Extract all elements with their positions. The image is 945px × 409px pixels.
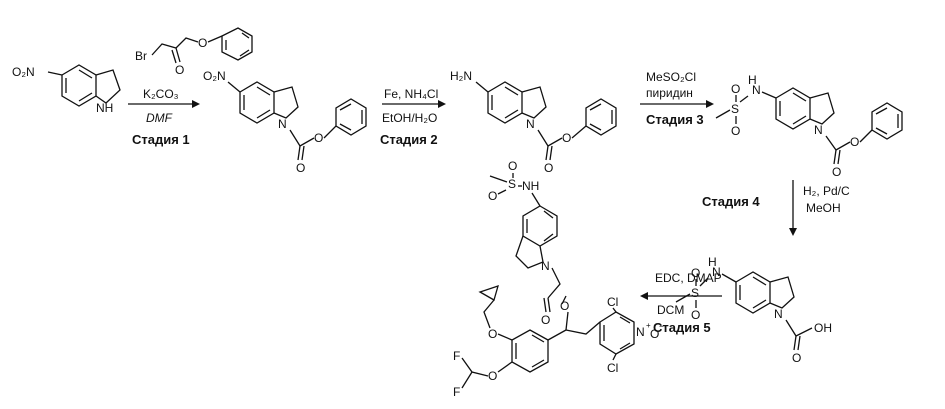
o-label: O <box>314 131 323 145</box>
o-label: O <box>488 369 497 383</box>
o-label: O <box>198 36 207 50</box>
amino-group-label: H₂N <box>450 69 472 83</box>
arrow-step-3: MeSO₂Cl пиридин Стадия 3 <box>640 70 714 127</box>
br-label: Br <box>135 49 147 63</box>
o-label: O <box>508 159 517 173</box>
compound-sulfonamide-ester: H N S O O N O O <box>716 73 902 179</box>
compound-final-product: S O O NH N O O Cl Cl N + O <box>453 159 664 399</box>
o-label: O <box>175 63 184 77</box>
step3-solvent: пиридин <box>646 86 693 100</box>
o-label: O <box>792 351 801 365</box>
arrow-step-5: EDC, DMAP DCM Стадия 5 <box>640 271 722 335</box>
nh-label: NH <box>96 101 113 115</box>
step4-reagent: H₂, Pd/C <box>803 184 850 198</box>
o-minus-label: O <box>650 327 659 341</box>
o-label: O <box>850 135 859 149</box>
arrow-step-4: Стадия 4 H₂, Pd/C MeOH <box>702 180 850 236</box>
compound-nitro-ester: O₂N N O O <box>203 69 366 175</box>
n-label: N <box>814 123 823 137</box>
f-label: F <box>453 385 460 399</box>
cl-label: Cl <box>607 295 618 309</box>
s-label: S <box>731 102 739 116</box>
o-label: O <box>541 313 550 327</box>
step3-label: Стадия 3 <box>646 112 704 127</box>
compound-nitroindoline: O₂N NH <box>12 65 120 115</box>
step5-solvent: DCM <box>657 303 684 317</box>
minus-charge: − <box>659 322 664 331</box>
o-label: O <box>296 161 305 175</box>
step1-solvent: DMF <box>146 111 173 125</box>
nh-label: NH <box>522 179 539 193</box>
arrow-step-1: K₂CO₃ DMF Стадия 1 <box>128 87 200 147</box>
step3-reagent: MeSO₂Cl <box>646 70 696 84</box>
step4-label: Стадия 4 <box>702 194 760 209</box>
o-label: O <box>488 189 497 203</box>
compound-amino-ester: H₂N N O O <box>450 69 616 175</box>
step2-reagent: Fe, NH₄Cl <box>384 87 438 101</box>
o-label: O <box>832 165 841 179</box>
o-label: O <box>731 124 740 138</box>
nitro-group-label: O₂N <box>203 69 226 83</box>
o-label: O <box>488 327 497 341</box>
n-label: N <box>774 307 783 321</box>
n-label: N <box>541 259 550 273</box>
n-label: N <box>752 83 761 97</box>
step4-solvent: MeOH <box>806 201 841 215</box>
step1-label: Стадия 1 <box>132 132 190 147</box>
o-label: O <box>544 161 553 175</box>
compound-benzyl-bromoacetate: Br O O <box>135 28 252 77</box>
step5-reagent: EDC, DMAP <box>655 271 722 285</box>
o-label: O <box>560 299 569 313</box>
o-label: O <box>562 131 571 145</box>
cl-label: Cl <box>607 361 618 375</box>
s-label: S <box>508 177 516 191</box>
step2-label: Стадия 2 <box>380 132 438 147</box>
f-label: F <box>453 349 460 363</box>
o-label: O <box>731 82 740 96</box>
n-label: N <box>526 117 535 131</box>
step2-solvent: EtOH/H₂O <box>382 111 437 125</box>
n-label: N <box>278 117 287 131</box>
nitro-group-label: O₂N <box>12 65 35 79</box>
s-label: S <box>691 286 699 300</box>
oh-label: OH <box>814 321 832 335</box>
n-oxide-label: N <box>636 325 645 339</box>
step1-reagent: K₂CO₃ <box>143 87 179 101</box>
arrow-step-2: Fe, NH₄Cl EtOH/H₂O Стадия 2 <box>380 87 446 147</box>
